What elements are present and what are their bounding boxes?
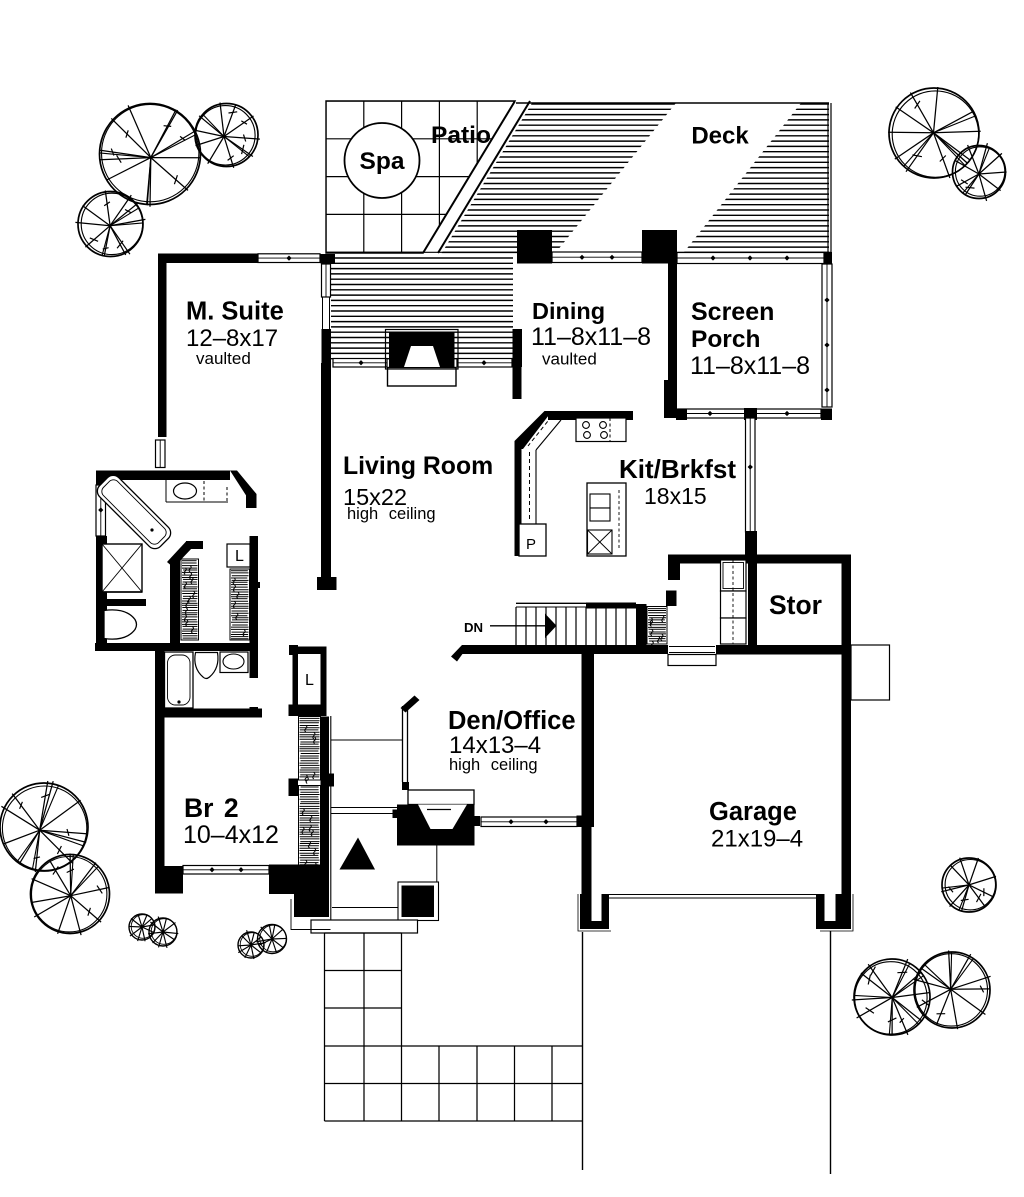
svg-text:10–4x12: 10–4x12 [183, 821, 279, 849]
svg-text:Spa: Spa [360, 148, 405, 175]
svg-text:Stor: Stor [769, 590, 822, 620]
svg-text:Br 2: Br 2 [184, 793, 239, 823]
svg-text:vaulted: vaulted [542, 350, 597, 369]
svg-text:DN: DN [464, 620, 483, 635]
svg-text:Living Room: Living Room [343, 453, 493, 480]
svg-text:21x19–4: 21x19–4 [711, 826, 803, 853]
svg-text:high ceiling: high ceiling [347, 505, 436, 523]
svg-text:high ceiling: high ceiling [449, 756, 538, 774]
svg-text:Patio: Patio [431, 122, 491, 149]
svg-text:Deck: Deck [691, 123, 749, 150]
svg-text:18x15: 18x15 [644, 483, 707, 509]
svg-text:14x13–4: 14x13–4 [449, 732, 541, 759]
svg-text:Den/Office: Den/Office [448, 707, 576, 735]
svg-text:12–8x17: 12–8x17 [186, 325, 278, 352]
svg-text:11–8x11–8: 11–8x11–8 [531, 323, 651, 351]
svg-text:M. Suite: M. Suite [186, 298, 284, 326]
svg-text:Dining: Dining [532, 298, 605, 324]
svg-text:Porch: Porch [691, 326, 760, 353]
svg-text:Garage: Garage [709, 798, 797, 826]
svg-text:L: L [305, 672, 314, 689]
svg-text:P: P [526, 536, 536, 553]
svg-text:vaulted: vaulted [196, 349, 251, 368]
svg-text:L: L [235, 548, 244, 565]
svg-text:Kit/Brkfst: Kit/Brkfst [619, 454, 736, 484]
svg-text:11–8x11–8: 11–8x11–8 [690, 352, 810, 380]
svg-text:Screen: Screen [691, 298, 774, 326]
